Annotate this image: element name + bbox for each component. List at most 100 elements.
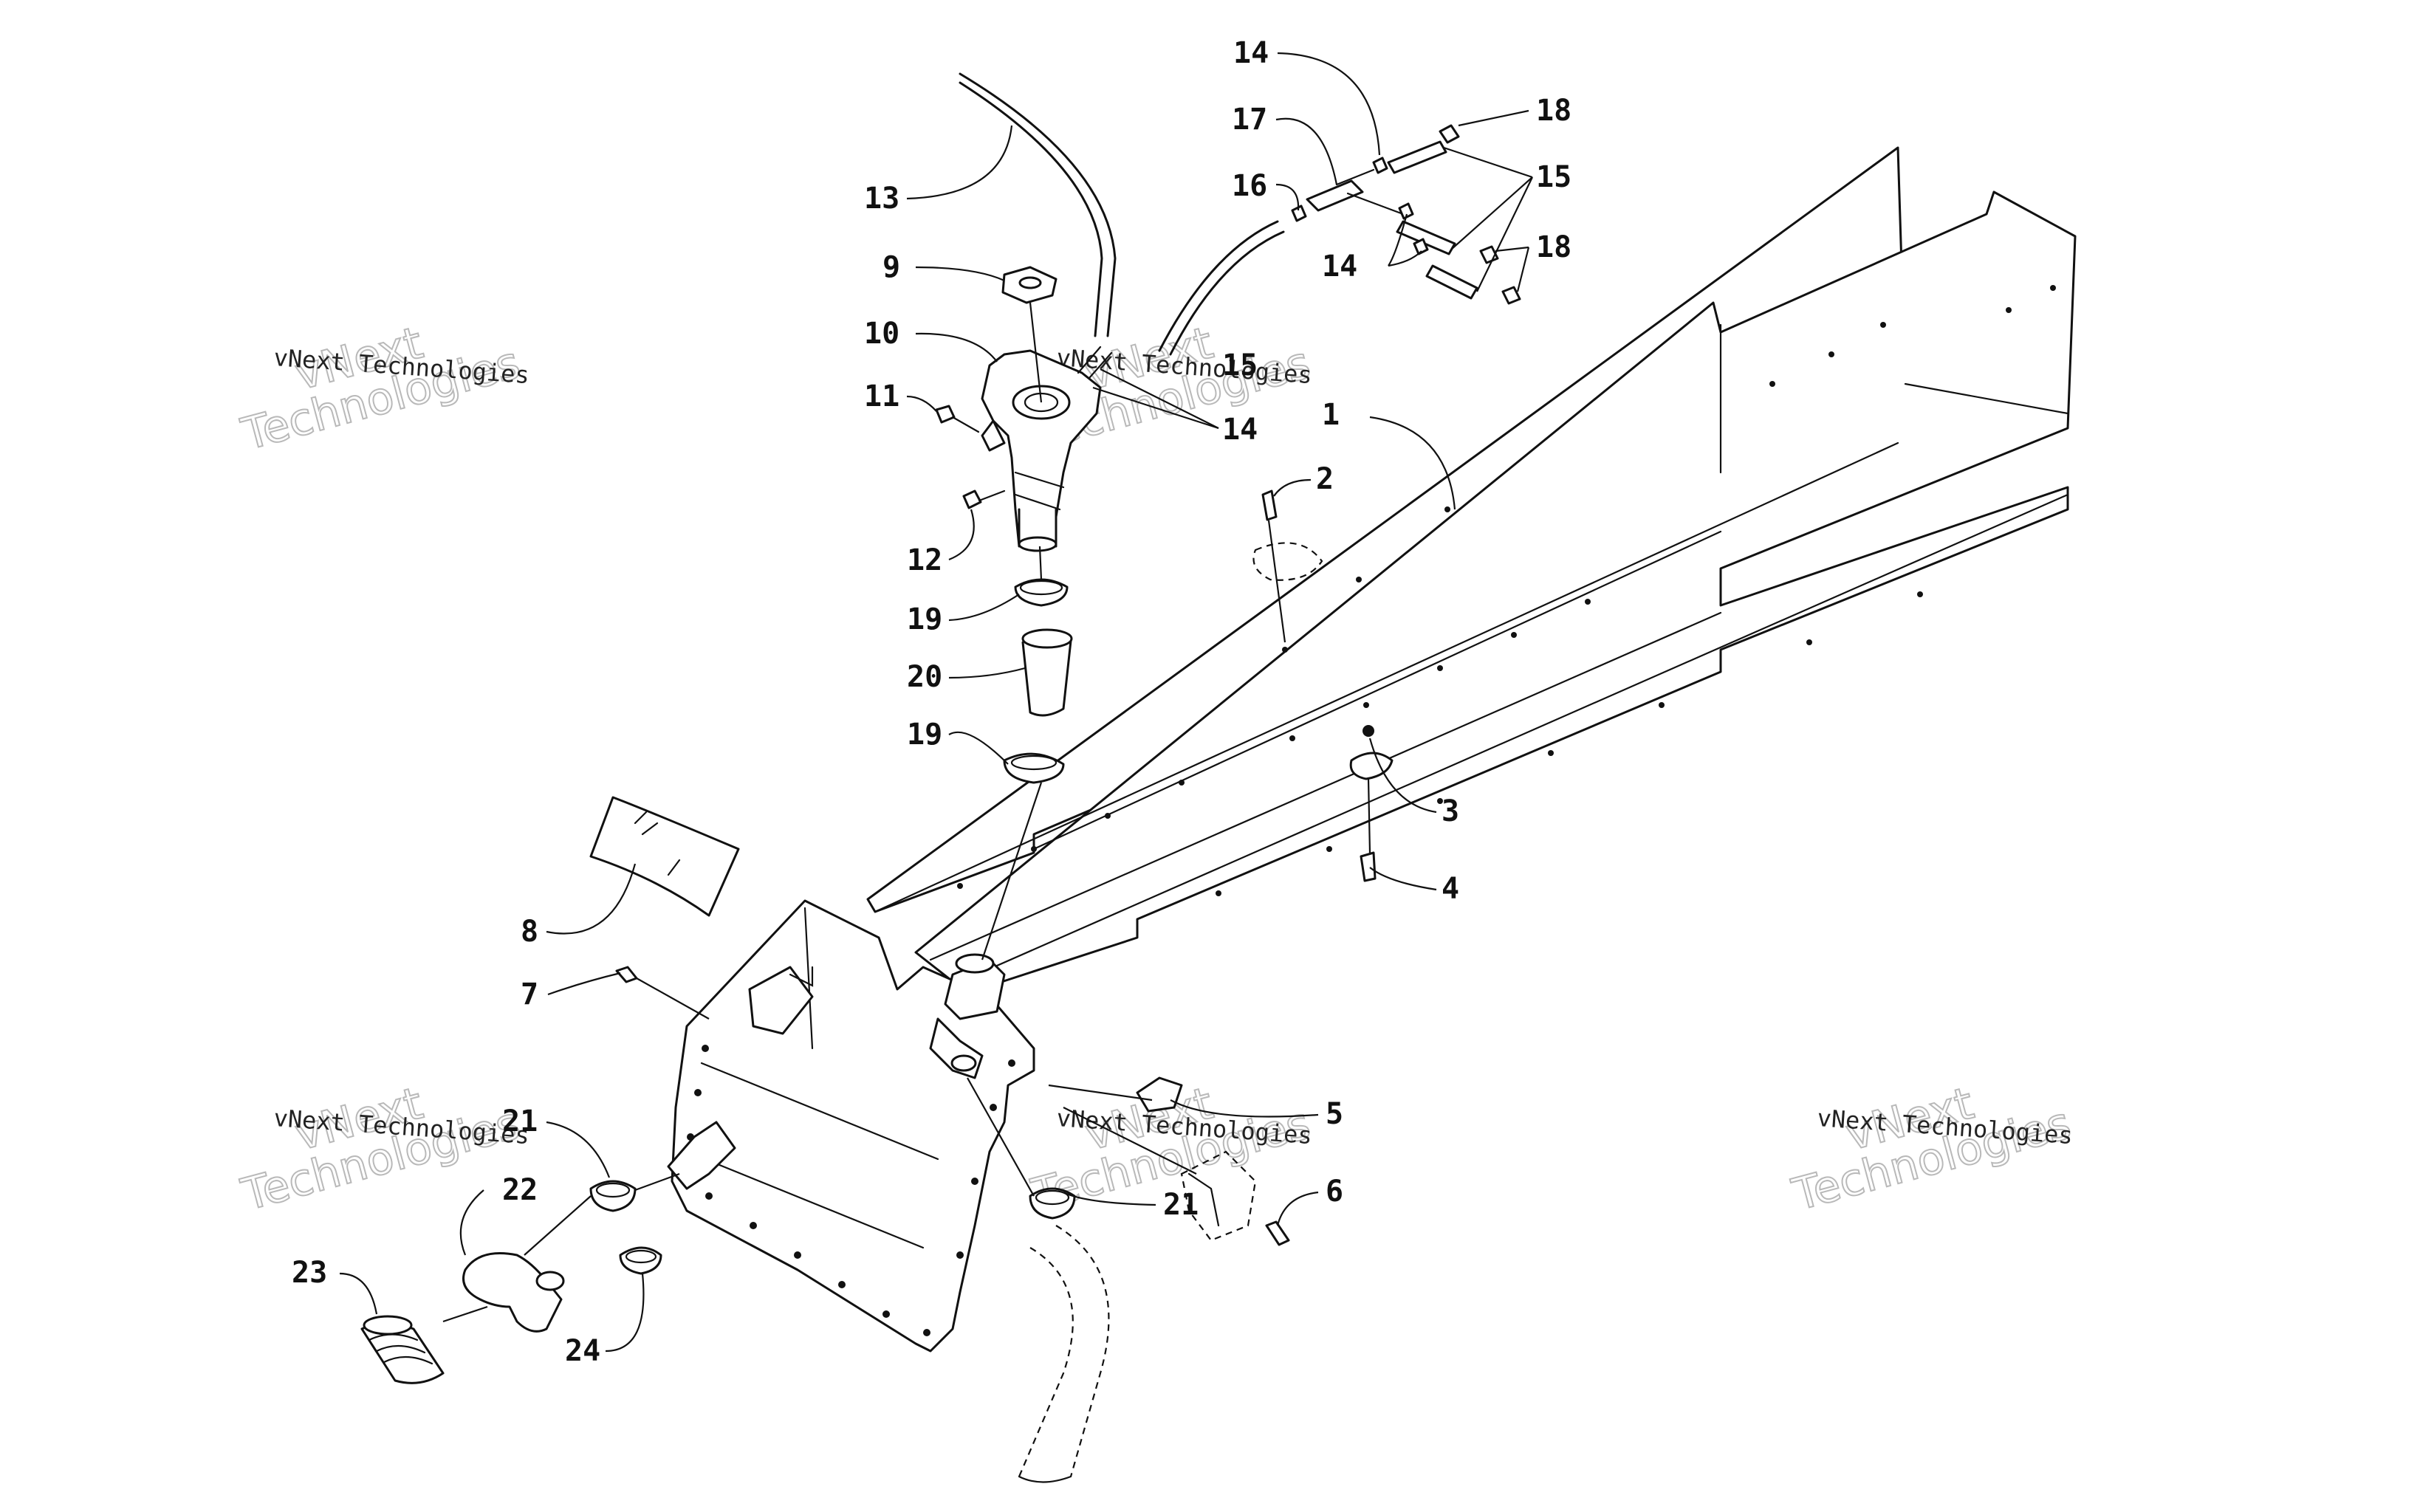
leader-14b — [1388, 213, 1408, 267]
leader-9 — [915, 266, 1005, 282]
leader-14a — [1277, 52, 1381, 156]
clamp-24-inner — [625, 1249, 657, 1264]
callout-11: 11 — [864, 379, 899, 413]
callout-2: 2 — [1316, 462, 1334, 496]
leader-18b — [1516, 247, 1530, 292]
filler-cap-top — [1018, 276, 1042, 289]
hose-15-upper — [1387, 140, 1447, 174]
center-line — [442, 1305, 488, 1323]
mount-bracket-edge — [789, 966, 814, 987]
bleed-hose-16 — [1169, 230, 1285, 356]
callout-19-upper: 19 — [907, 602, 942, 636]
callout-5: 5 — [1326, 1097, 1343, 1131]
leader-14c — [1092, 386, 1219, 430]
hose-22-end — [535, 1271, 565, 1291]
leader-13 — [906, 125, 1013, 200]
leader-5 — [1170, 1099, 1319, 1118]
leader-14c — [1100, 368, 1219, 429]
vent-hose-13 — [959, 81, 1103, 337]
leader-4 — [1369, 867, 1437, 891]
lower-hose-assembly — [360, 1180, 1110, 1483]
rail-edge — [929, 611, 1722, 961]
coolant-hose-end — [1018, 1475, 1072, 1483]
clamp-14 — [1372, 157, 1388, 174]
spring-sleeve-23-end — [363, 1315, 413, 1336]
reservoir-mount-tab — [981, 419, 1006, 452]
vent-hose-13 — [959, 72, 1117, 337]
front-exchanger-face — [700, 1062, 939, 1161]
callout-15-reservoir: 15 — [1222, 348, 1258, 382]
callout-12: 12 — [907, 543, 942, 577]
callouts: 1 2 3 4 5 6 7 8 9 10 11 12 13 14 14 14 1… — [292, 36, 1571, 1368]
center-line — [981, 782, 1043, 961]
callout-21-right: 21 — [1163, 1188, 1199, 1222]
callout-8: 8 — [521, 915, 538, 949]
center-line — [1029, 302, 1043, 403]
screw-12-shank — [978, 489, 1006, 502]
callout-7: 7 — [521, 977, 538, 1011]
leader-15 — [1476, 176, 1533, 292]
leader-18a — [1458, 109, 1529, 127]
rail-fasteners — [1252, 489, 1394, 882]
heat-exchanger-assembly — [866, 146, 2077, 994]
reservoir-ribs — [1014, 471, 1065, 511]
cover-6-edge — [1187, 1172, 1220, 1227]
part-8-cover-sheet — [589, 796, 740, 917]
leader-3 — [1368, 738, 1437, 814]
leader-2 — [1273, 478, 1312, 497]
rivet-7 — [615, 966, 638, 983]
callout-3: 3 — [1442, 794, 1459, 828]
center-line — [967, 1077, 1035, 1197]
clamp-19-lower-inner — [1010, 755, 1058, 771]
callout-20: 20 — [907, 660, 942, 694]
reservoir-neck-inner — [1024, 392, 1059, 413]
callout-14-top: 14 — [1233, 36, 1269, 70]
hose-20-end — [1021, 628, 1073, 649]
callout-21-left: 21 — [502, 1104, 538, 1138]
screw-12 — [962, 489, 982, 509]
clamp-19-upper — [1014, 578, 1069, 607]
center-line — [524, 1195, 592, 1256]
leader-14b — [1388, 250, 1422, 267]
callout-9: 9 — [882, 250, 900, 284]
bleed-hose-assembly — [1158, 124, 1521, 356]
cap-18 — [1439, 124, 1460, 144]
hose-15-middle — [1396, 220, 1456, 255]
rivet-2 — [1261, 489, 1278, 521]
leader-10 — [915, 332, 998, 362]
rivet-holes — [957, 285, 2056, 896]
callout-18-bottom: 18 — [1536, 230, 1571, 264]
screw-4 — [1360, 851, 1377, 882]
leader-24 — [605, 1273, 645, 1353]
clamp-19-upper-inner — [1019, 580, 1063, 596]
front-heat-exchanger — [667, 899, 1035, 1353]
leader-15 — [1443, 146, 1533, 179]
reservoir-hose-assembly — [1003, 578, 1073, 784]
leader-8 — [546, 863, 637, 935]
bleed-hose-16 — [1158, 220, 1279, 352]
center-line — [634, 1172, 680, 1192]
leader-7 — [547, 972, 621, 996]
bolt-11-shank — [951, 416, 980, 433]
clamp-14 — [1398, 202, 1414, 220]
callout-15-top: 15 — [1536, 160, 1571, 194]
callout-13: 13 — [864, 182, 899, 216]
mount-bracket — [748, 966, 814, 1035]
front-exchanger-face — [685, 1150, 925, 1249]
coolant-neck-opening — [955, 953, 995, 974]
leader-19b — [948, 731, 1009, 765]
leader-1 — [1369, 416, 1456, 510]
rail-edge — [1904, 382, 2069, 415]
center-line — [1367, 778, 1371, 853]
bolt-11 — [935, 405, 956, 424]
leader-11 — [906, 395, 937, 412]
reservoir-outlet-end — [1018, 536, 1058, 552]
leader-23 — [339, 1272, 378, 1315]
callout-14-reservoir: 14 — [1222, 413, 1258, 447]
leader-19a — [948, 594, 1020, 622]
callout-17: 17 — [1232, 103, 1267, 137]
cover-sheet-mark — [634, 811, 681, 876]
screw-6 — [1265, 1220, 1290, 1246]
coolant-hose-dashed — [1055, 1225, 1110, 1477]
